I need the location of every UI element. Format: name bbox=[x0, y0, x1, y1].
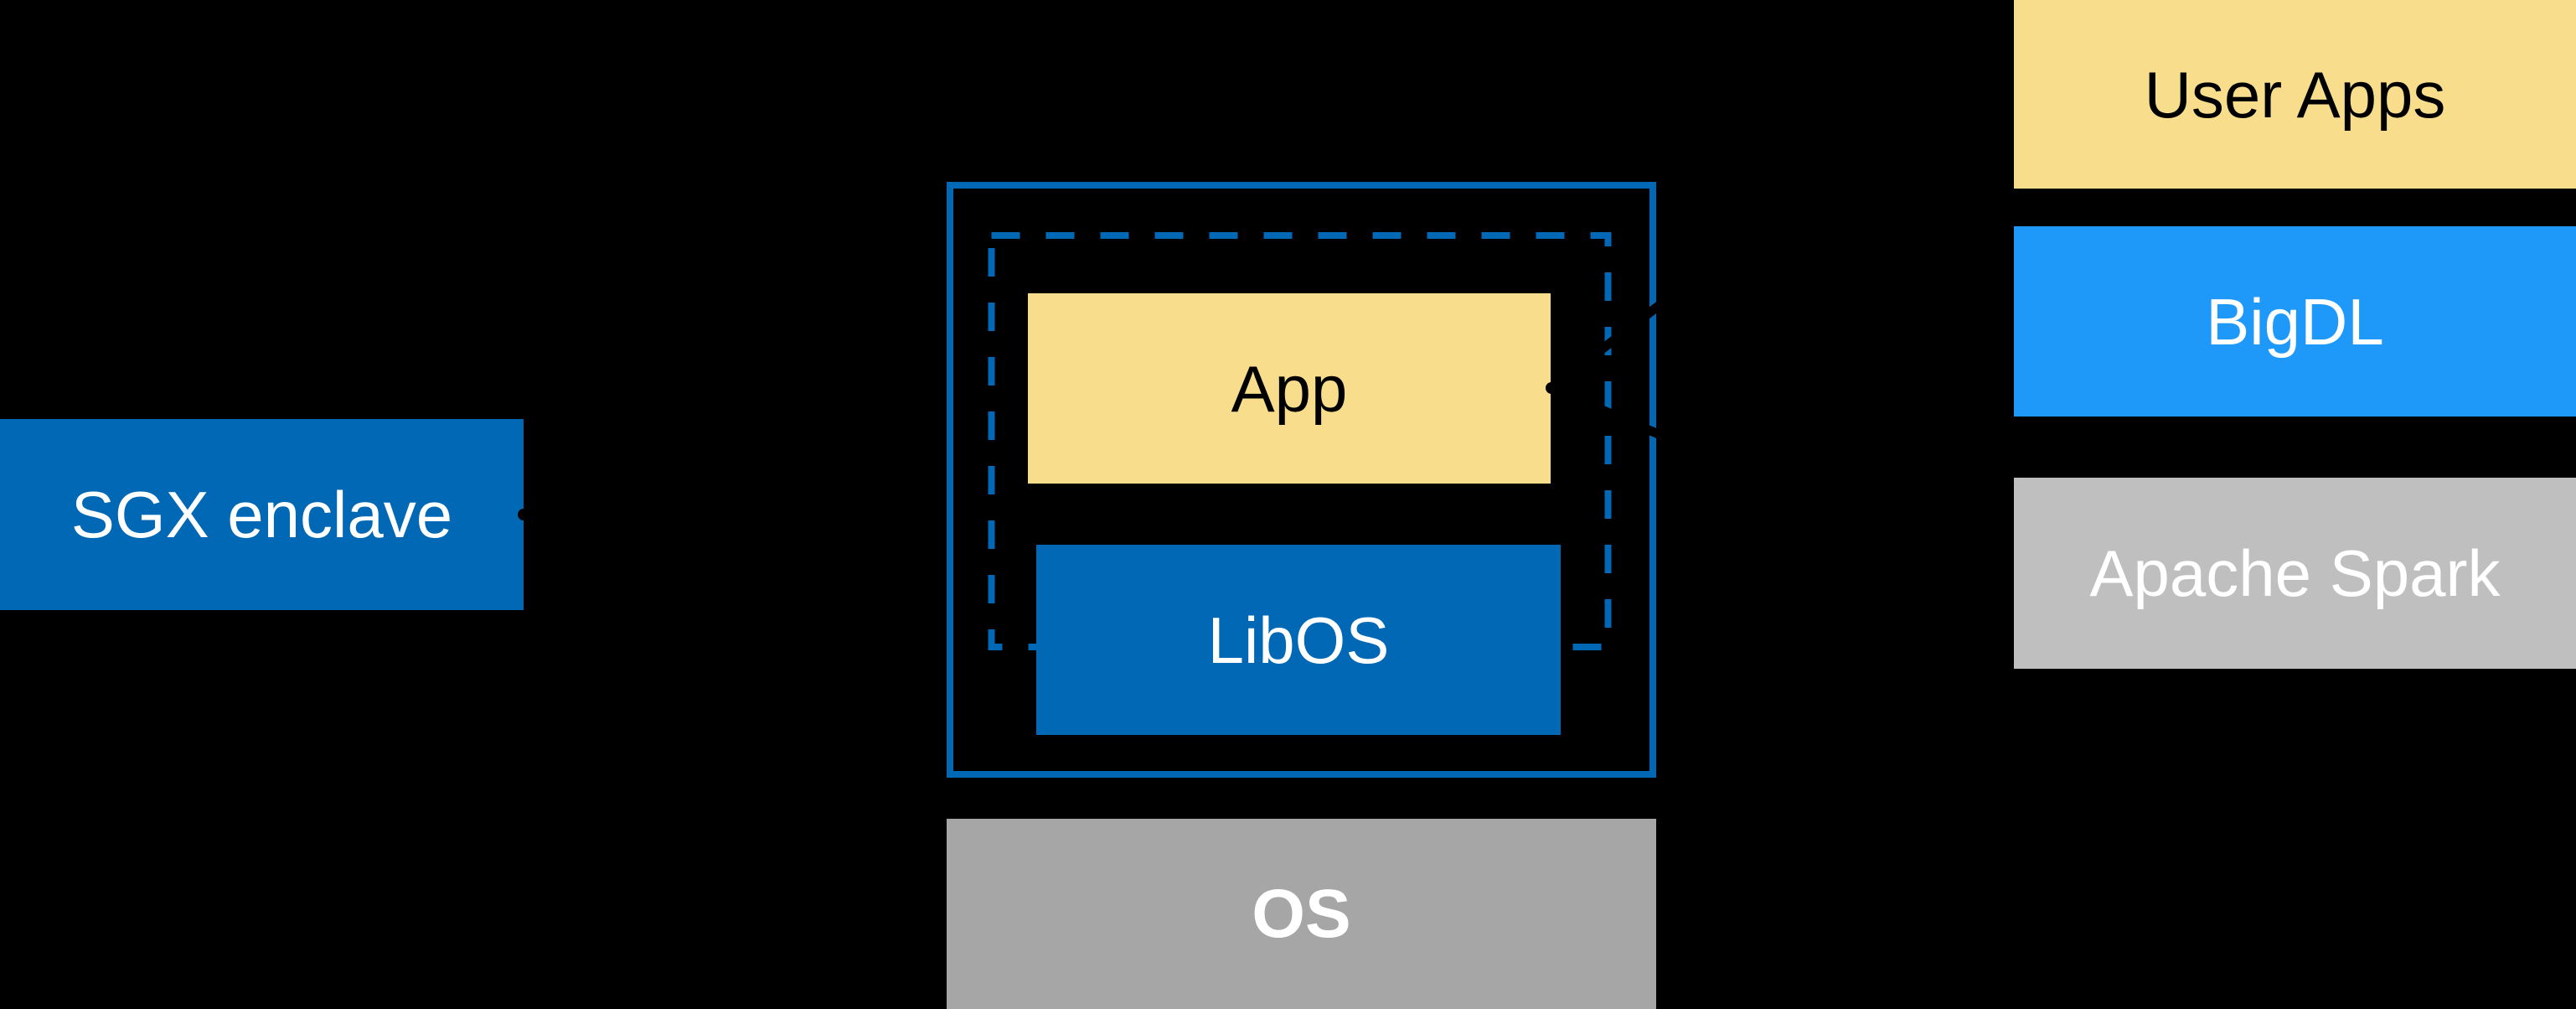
libos-label: LibOS bbox=[1207, 603, 1390, 677]
app-box: App bbox=[1028, 293, 1551, 484]
bigdl-box: BigDL bbox=[2014, 226, 2576, 417]
connector-dot-sgx bbox=[518, 509, 529, 520]
sgx-enclave-label: SGX enclave bbox=[70, 478, 453, 551]
user-apps-box: User Apps bbox=[2014, 0, 2576, 189]
sgx-enclave-box: SGX enclave bbox=[0, 419, 524, 610]
os-box: OS bbox=[947, 819, 1656, 1009]
apache-spark-box: Apache Spark bbox=[2014, 478, 2576, 669]
apache-spark-label: Apache Spark bbox=[2089, 536, 2501, 610]
user-apps-label: User Apps bbox=[2144, 57, 2446, 132]
app-label: App bbox=[1231, 351, 1348, 426]
os-label: OS bbox=[1252, 875, 1351, 952]
libos-box: LibOS bbox=[1036, 545, 1561, 735]
bigdl-label: BigDL bbox=[2206, 284, 2384, 359]
